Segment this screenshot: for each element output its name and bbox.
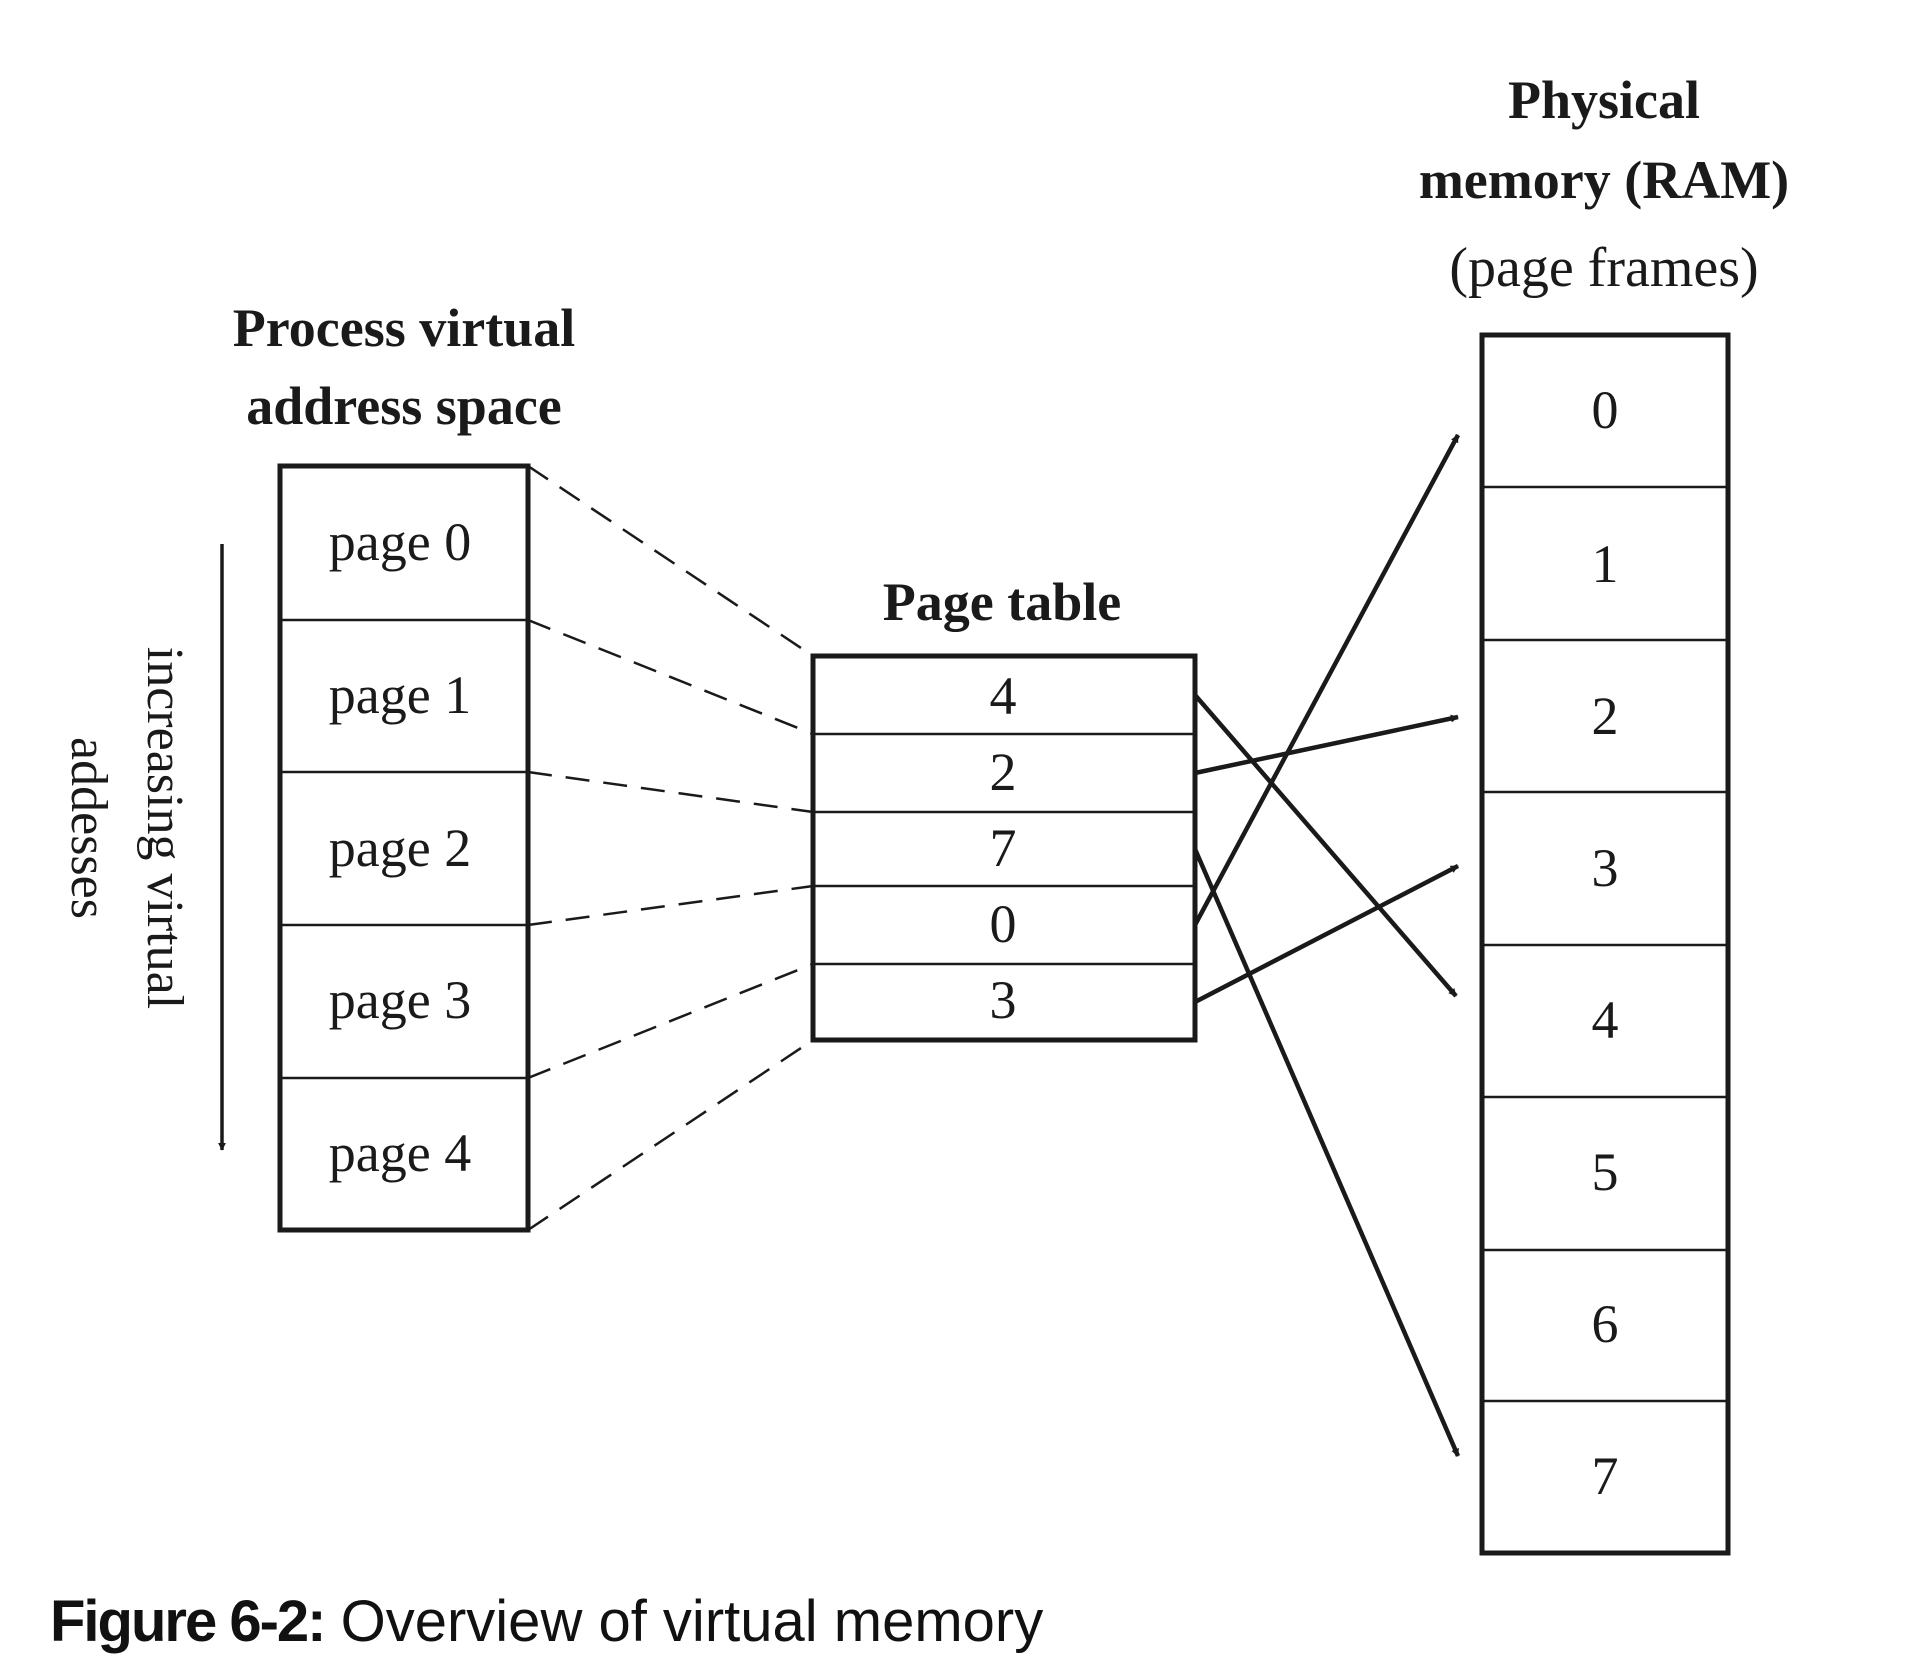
arrow-entry2-to-frame7 (1192, 848, 1461, 1457)
frame-7: 7 (1592, 1446, 1619, 1506)
virtual-page-4: page 4 (329, 1123, 471, 1183)
frame-2: 2 (1592, 686, 1619, 746)
page-table-title: Page table (883, 572, 1121, 632)
virtual-space-border (277, 463, 531, 1233)
dashed-line (527, 464, 814, 658)
virtual-page-2: page 2 (329, 818, 471, 878)
dashed-line (527, 618, 814, 736)
arrow-entry3-to-frame0 (1193, 433, 1460, 927)
mapping-arrows (1192, 433, 1461, 1457)
page-table-border (810, 653, 1198, 1043)
dashed-mapping-lines (527, 464, 814, 1232)
arrow-entry1-to-frame2 (1194, 714, 1459, 776)
page-table: 4 2 7 0 3 (810, 653, 1198, 1043)
virtual-page-0: page 0 (329, 512, 471, 572)
dashed-line (527, 884, 814, 927)
figure-label: Figure 6-2: (50, 1589, 326, 1654)
page-table-entry-0: 4 (990, 666, 1017, 726)
figure-caption-text: Overview of virtual memory (324, 1589, 1044, 1654)
dashed-line (527, 1038, 814, 1232)
physical-memory-title-line2: memory (RAM) (1419, 150, 1789, 210)
virtual-space-title-line1: Process virtual (233, 298, 575, 358)
frame-1: 1 (1592, 534, 1619, 594)
frame-4: 4 (1592, 990, 1619, 1050)
virtual-address-space: page 0 page 1 page 2 page 3 page 4 (277, 463, 531, 1233)
page-table-entry-3: 0 (990, 894, 1017, 954)
page-table-entry-4: 3 (990, 970, 1017, 1030)
physical-memory-title-line1: Physical (1508, 70, 1700, 130)
virtual-page-3: page 3 (329, 970, 471, 1030)
axis-label-line2: addesses (60, 737, 117, 919)
frame-5: 5 (1592, 1142, 1619, 1202)
virtual-page-1: page 1 (329, 665, 471, 725)
axis-label-line1: increasing virtual (136, 647, 193, 1009)
dashed-line (527, 962, 814, 1080)
page-table-entry-1: 2 (990, 742, 1017, 802)
frame-6: 6 (1592, 1294, 1619, 1354)
virtual-space-title-line2: address space (246, 376, 562, 436)
frame-3: 3 (1592, 838, 1619, 898)
dashed-line (527, 770, 814, 814)
frame-0: 0 (1592, 380, 1619, 440)
figure-caption: Figure 6-2: Overview of virtual memory (50, 1588, 1043, 1655)
arrow-entry4-to-frame3 (1193, 864, 1460, 1004)
page-table-entry-2: 7 (990, 818, 1017, 878)
physical-memory-title-line3: (page frames) (1449, 237, 1758, 299)
physical-memory: 0 1 2 3 4 5 6 7 (1479, 332, 1731, 1556)
arrow-entry0-to-frame4 (1193, 693, 1458, 998)
